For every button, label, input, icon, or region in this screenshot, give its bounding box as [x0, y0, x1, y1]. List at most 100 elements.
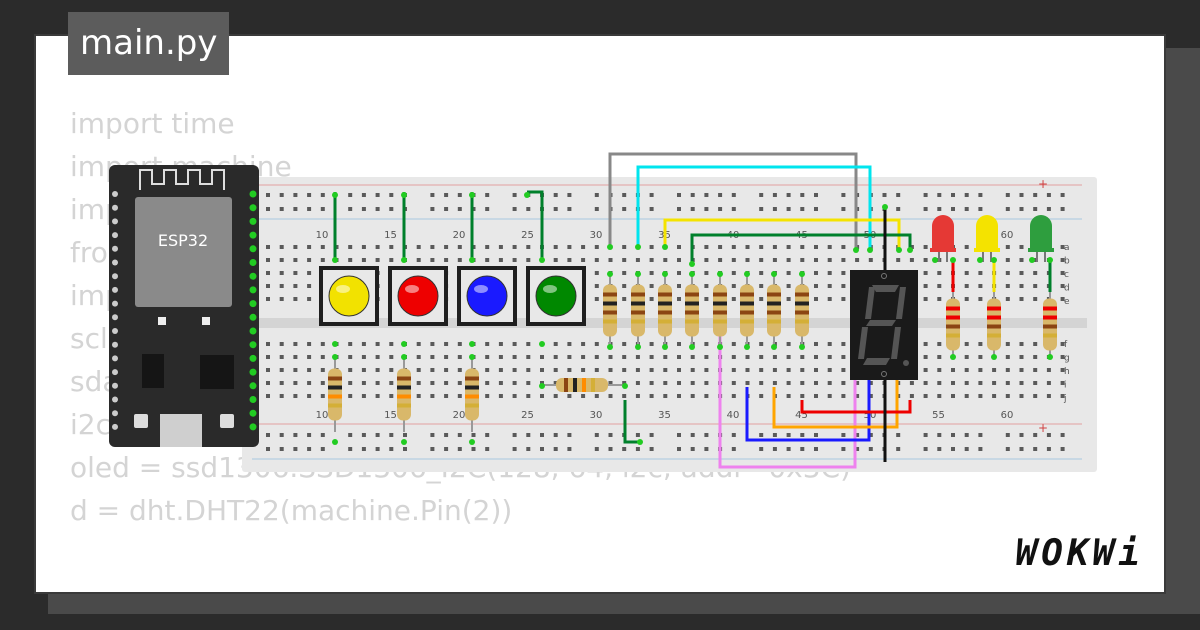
- rail-hole: [690, 207, 695, 211]
- resistor-band: [564, 378, 568, 392]
- rail-hole: [512, 207, 517, 211]
- rail-hole: [923, 193, 928, 197]
- resistor-band: [946, 333, 960, 338]
- pin-left: [112, 259, 118, 266]
- resistor: [795, 274, 809, 347]
- hole: [485, 258, 490, 262]
- hole: [266, 271, 270, 275]
- hole: [266, 258, 270, 262]
- wire: [690, 233, 912, 264]
- column-number: 25: [521, 230, 534, 241]
- hole: [348, 342, 353, 346]
- resistor: [658, 274, 672, 347]
- rail-hole: [759, 447, 764, 451]
- column-number: 20: [453, 230, 466, 241]
- hole: [293, 271, 298, 275]
- hole: [594, 258, 599, 262]
- hole: [841, 342, 846, 346]
- preview-card: import timeimport machineimport ssd1306f…: [34, 34, 1166, 594]
- hole: [909, 258, 914, 262]
- hole: [512, 368, 517, 372]
- resistor: [397, 357, 411, 432]
- rail-hole: [731, 447, 736, 451]
- rail-hole: [964, 447, 969, 451]
- hole: [923, 284, 928, 288]
- hole: [649, 258, 654, 262]
- connection-dot: [882, 204, 888, 210]
- pin-right: [249, 409, 257, 417]
- hole: [827, 342, 832, 346]
- hole: [375, 394, 380, 398]
- hole: [759, 342, 764, 346]
- hole: [1060, 368, 1065, 372]
- connection-dot: [539, 383, 545, 389]
- rail-hole: [951, 433, 955, 437]
- rail-hole: [731, 193, 736, 197]
- hole: [978, 381, 983, 385]
- rail-hole: [800, 193, 805, 197]
- hole: [581, 394, 586, 398]
- hole: [827, 297, 832, 301]
- column-number: 30: [590, 230, 603, 241]
- hole: [814, 368, 818, 372]
- hole: [1033, 381, 1038, 385]
- connection-dot: [635, 344, 641, 350]
- hole: [868, 394, 873, 398]
- hole: [375, 258, 380, 262]
- hole: [635, 368, 640, 372]
- rail-hole: [814, 207, 818, 211]
- connection-dot: [469, 354, 475, 360]
- hole: [512, 245, 517, 249]
- rail-hole: [430, 207, 435, 211]
- hole: [361, 342, 366, 346]
- hole: [622, 368, 627, 372]
- rail-hole: [375, 207, 380, 211]
- hole: [444, 245, 449, 249]
- hole: [964, 297, 969, 301]
- hole: [622, 245, 627, 249]
- hole: [622, 394, 627, 398]
- hole: [622, 258, 627, 262]
- hole: [430, 355, 435, 359]
- hole: [677, 342, 681, 346]
- resistor-band: [603, 301, 617, 306]
- resistor: [987, 292, 1001, 357]
- hole: [923, 394, 928, 398]
- hole: [293, 394, 298, 398]
- hole: [348, 394, 353, 398]
- connection-dot: [799, 271, 805, 277]
- hole: [430, 381, 435, 385]
- hole: [896, 258, 901, 262]
- connection-dot: [539, 257, 545, 263]
- hole: [800, 355, 805, 359]
- pin-right: [249, 231, 257, 239]
- connection-dot: [977, 257, 983, 263]
- resistor-band: [685, 301, 699, 306]
- hole: [594, 284, 599, 288]
- rail-hole: [677, 207, 681, 211]
- hole: [553, 381, 558, 385]
- pin-right: [249, 354, 257, 362]
- hole: [608, 258, 613, 262]
- hole: [855, 394, 860, 398]
- hole: [526, 394, 531, 398]
- rail-hole: [1033, 207, 1038, 211]
- button-cap: [328, 275, 370, 317]
- resistor-band: [767, 301, 781, 306]
- rail-hole: [361, 193, 366, 197]
- resistor-band: [658, 292, 672, 297]
- resistor-band: [465, 385, 479, 390]
- pin-left: [112, 382, 118, 389]
- file-tab[interactable]: main.py: [68, 12, 230, 75]
- hole: [937, 271, 942, 275]
- hole: [485, 245, 490, 249]
- hole: [731, 271, 736, 275]
- hole: [1033, 297, 1038, 301]
- hole: [1033, 342, 1038, 346]
- hole: [307, 368, 312, 372]
- hole: [430, 394, 435, 398]
- hole: [649, 342, 654, 346]
- resistor-band: [1043, 306, 1057, 311]
- rail-hole: [471, 433, 476, 437]
- pushbutton-green: [526, 266, 586, 326]
